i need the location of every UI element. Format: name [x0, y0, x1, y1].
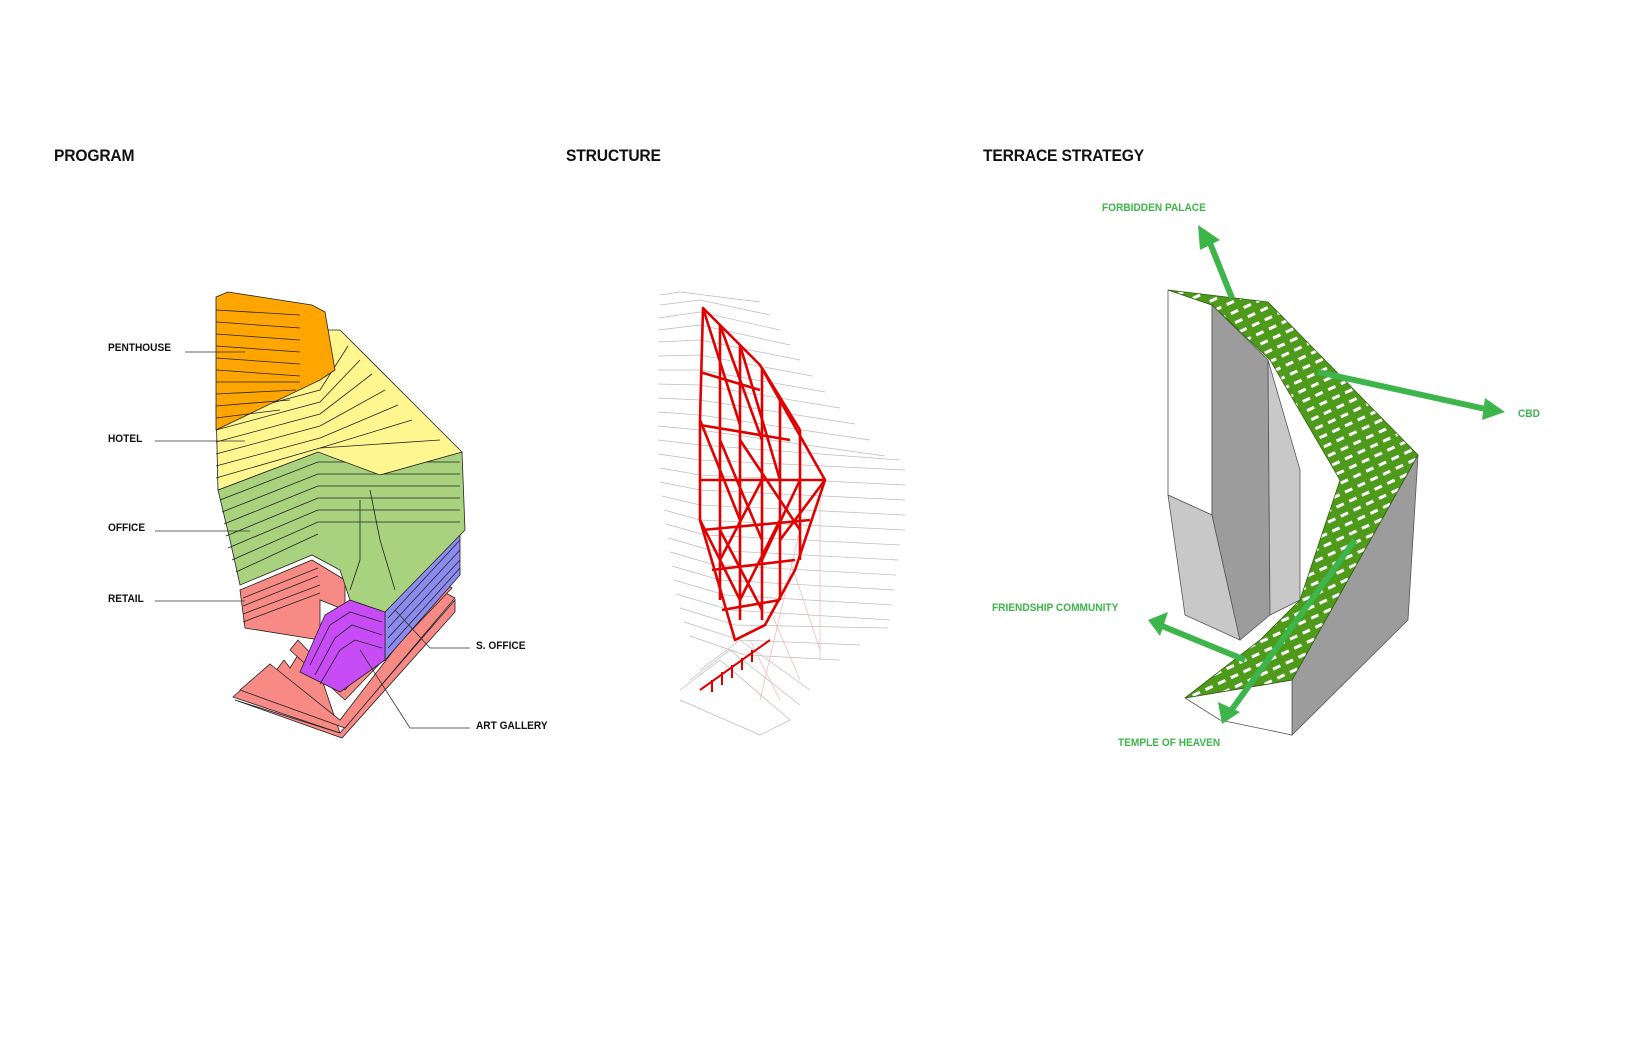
s-office-stack	[384, 528, 461, 662]
label-hotel: HOTEL	[108, 433, 143, 445]
program-title: PROGRAM	[54, 146, 135, 165]
label-office: OFFICE	[108, 522, 146, 534]
green-terrace-surface	[1167, 289, 1419, 699]
base-structure	[699, 639, 771, 692]
label-retail: RETAIL	[108, 593, 144, 605]
penthouse-stack	[215, 291, 336, 431]
program-leader-lines	[155, 351, 470, 729]
label-penthouse: PENTHOUSE	[108, 342, 171, 354]
rear-structure-faded	[749, 500, 821, 701]
arrow-cbd	[1317, 369, 1505, 420]
label-friendship-community: FRIENDSHIP COMMUNITY	[992, 602, 1119, 614]
arrow-forbidden-palace	[1198, 225, 1235, 300]
retail-upper-stack	[239, 559, 346, 641]
label-s-office: S. OFFICE	[476, 640, 526, 652]
arrow-friendship-community	[1148, 612, 1247, 663]
structural-frame	[698, 306, 827, 642]
left-mass-front	[1167, 289, 1213, 516]
label-temple-of-heaven: TEMPLE OF HEAVEN	[1118, 737, 1221, 749]
left-mass-side	[1211, 304, 1271, 641]
arrow-temple-of-heaven	[1218, 538, 1358, 724]
view-arrows	[1148, 225, 1505, 724]
label-art-gallery: ART GALLERY	[476, 720, 548, 732]
label-cbd: CBD	[1518, 408, 1540, 420]
label-forbidden-palace: FORBIDDEN PALACE	[1102, 202, 1206, 214]
structure-title: STRUCTURE	[566, 146, 661, 165]
terrace-strategy-title: TERRACE STRATEGY	[983, 146, 1144, 165]
